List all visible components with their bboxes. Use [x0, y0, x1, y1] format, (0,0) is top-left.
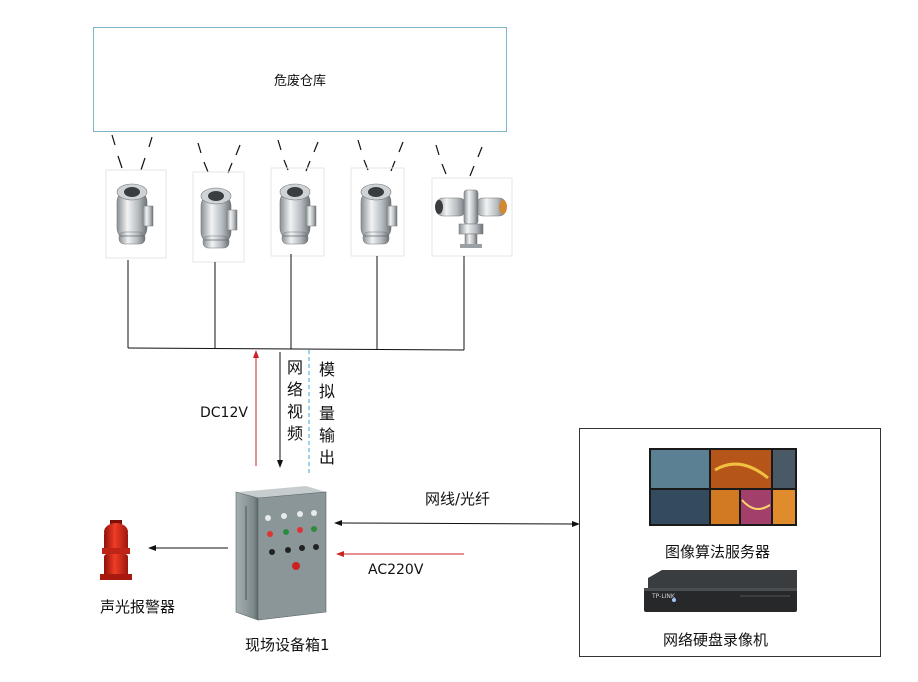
network-video-arrow	[277, 352, 283, 468]
nvr-brand: TP-LINK	[652, 593, 675, 600]
bullet-camera-icon	[200, 187, 238, 249]
sound-light-alarm-icon	[100, 520, 132, 580]
camera-cables	[127, 254, 465, 351]
bullet-camera-icon	[116, 183, 154, 245]
dc12v-arrow	[253, 350, 259, 466]
image-server-screen-icon	[649, 448, 797, 526]
ac220v-arrow	[336, 551, 464, 557]
camera-frame	[270, 167, 325, 257]
server-room-panel	[579, 428, 881, 657]
warehouse-box	[93, 27, 507, 132]
control-box-label: 现场设备箱1	[245, 636, 330, 654]
analog-output-label: 模拟量输出	[318, 360, 335, 467]
camera-frame	[431, 177, 513, 257]
alarm-arrow	[148, 545, 228, 551]
camera-frame	[192, 171, 245, 263]
camera-view-dashes	[111, 134, 483, 177]
bullet-camera-icon	[360, 183, 398, 245]
network-fiber-arrow	[334, 520, 580, 527]
control-cabinet-icon	[235, 486, 327, 621]
alarm-label: 声光报警器	[100, 598, 176, 616]
camera-frame	[105, 169, 167, 259]
network-video-label: 网络视频	[286, 358, 303, 443]
nvr-label: 网络硬盘录像机	[663, 631, 769, 649]
warehouse-label: 危废仓库	[273, 74, 326, 89]
image-server-label: 图像算法服务器	[665, 543, 771, 561]
ac220v-label: AC220V	[368, 562, 424, 578]
network-fiber-label: 网线/光纤	[425, 490, 491, 508]
bullet-camera-icon	[279, 183, 317, 245]
dc12v-label: DC12V	[200, 405, 248, 421]
nvr-device-icon	[644, 570, 797, 612]
ptz-camera-icon	[435, 189, 507, 248]
